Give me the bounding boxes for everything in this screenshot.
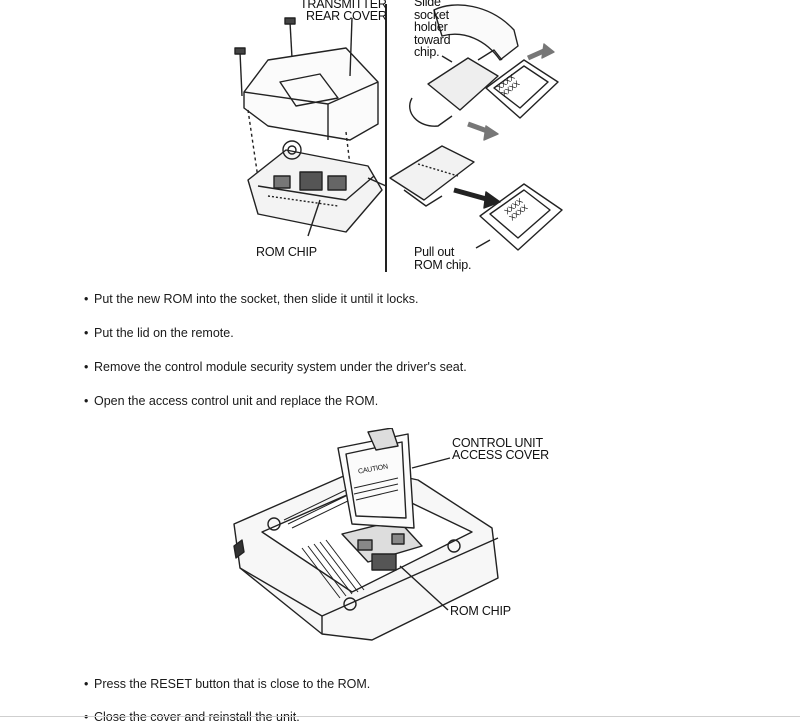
bullet-dot: • — [84, 326, 89, 340]
step-item: • Remove the control module security syst… — [84, 360, 467, 374]
transmitter-rear-cover-label: TRANSMITTER REAR COVER — [300, 0, 387, 23]
transmitter-drawing — [234, 4, 563, 272]
control-unit-access-cover-label: CONTROL UNIT ACCESS COVER — [452, 436, 549, 462]
screw-left — [234, 47, 246, 97]
rom-chip-label: ROM CHIP — [256, 245, 317, 259]
rom-chip-card-upper — [485, 59, 559, 119]
rom-chip-label: ROM CHIP — [450, 604, 511, 618]
step-item: • Open the access control unit and replac… — [84, 394, 378, 408]
step-text: Put the lid on the remote. — [94, 326, 234, 340]
vent-slots — [283, 489, 365, 599]
access-cover — [337, 427, 415, 529]
bullet-dot: • — [84, 292, 89, 306]
transmitter-illustration: TRANSMITTER REAR COVER Slide socket hold… — [228, 0, 568, 272]
slide-socket-holder-label: Slide socket holder toward chip. — [414, 0, 451, 59]
step-item: • Put the new ROM into the socket, then s… — [84, 292, 418, 306]
bullet-dot: • — [84, 360, 89, 374]
control-unit-drawing — [233, 427, 499, 641]
step-text: Remove the control module security syste… — [94, 360, 467, 374]
transmitter-base — [247, 140, 383, 233]
step-item: • Put the lid on the remote. — [84, 326, 234, 340]
screw-top — [284, 17, 296, 59]
pull-out-rom-chip-label: Pull out ROM chip. — [414, 245, 472, 272]
rear-cover — [243, 47, 379, 141]
socket-holder-lower — [389, 145, 475, 207]
step-text: Open the access control unit and replace… — [94, 394, 379, 408]
step-text: Close the cover and reinstall the unit. — [94, 710, 300, 724]
step-item: • Close the cover and reinstall the unit. — [84, 710, 300, 724]
rom-chip-socket — [341, 519, 423, 571]
hand-and-socket — [409, 4, 519, 127]
bullet-dot: • — [84, 710, 89, 724]
bullet-dot: • — [84, 677, 89, 691]
step-text: Press the RESET button that is close to … — [94, 677, 371, 691]
control-unit-illustration: CAUTION CONTROL UNIT ACCESS COVER ROM CH… — [222, 427, 562, 646]
rom-chip-card-lower — [479, 183, 563, 251]
page-divider — [0, 716, 800, 717]
bullet-dot: • — [84, 394, 89, 408]
step-item: • Press the RESET button that is close to… — [84, 677, 370, 691]
step-text: Put the new ROM into the socket, then sl… — [94, 292, 419, 306]
